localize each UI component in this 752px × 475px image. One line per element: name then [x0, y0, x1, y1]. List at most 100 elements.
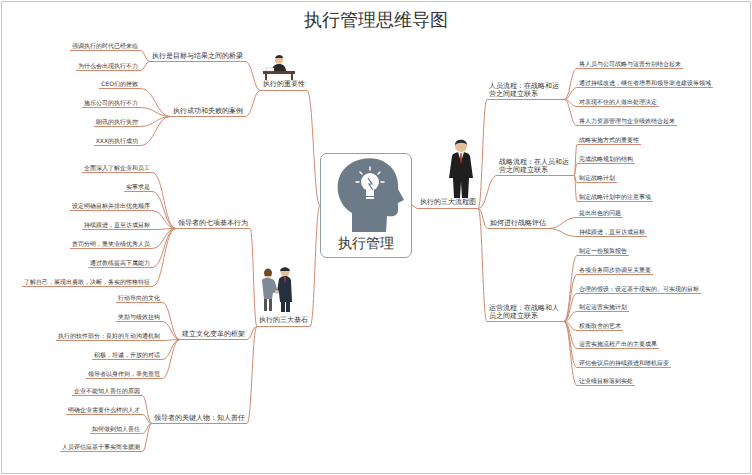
main-topic: 执行的重要性 — [261, 80, 307, 91]
topic-text: 领导者的关键人物：知人善任 — [154, 414, 245, 422]
branch-line — [548, 229, 577, 237]
topic-text: 执行的软件部分：良好的互动沟通机制 — [58, 332, 160, 340]
topic-text: 人员流程：在战略和运营之间建立联系 — [489, 82, 562, 98]
branch-line — [245, 62, 261, 91]
topic-text: 积极，坦诚，开放的对话 — [94, 351, 160, 359]
branch-line — [564, 322, 577, 368]
leaf-topic: 运营实施流程产出的主要成果 — [577, 340, 659, 350]
branch-line — [152, 173, 176, 229]
topic-text: 执行的三大流程图 — [420, 198, 476, 207]
branch-line — [564, 322, 577, 386]
topic-text: 执行的三大基石 — [259, 316, 308, 325]
topic-text: 通过教练提高下属能力 — [90, 259, 150, 267]
topic-text: 战略实施方式的重要性 — [579, 136, 639, 144]
topic-text: 将人力资源管理与企业绩效结合起来 — [579, 117, 675, 125]
topic-text: 建立文化变革的框架 — [182, 330, 245, 338]
topic-text: 企业不能知人善任的原因 — [74, 387, 140, 395]
leaf-topic: 提出出色的问题 — [577, 209, 623, 219]
topic-text: 赏罚分明，重奖业绩优秀人员 — [72, 240, 150, 248]
branch-line — [140, 108, 171, 117]
branch-line — [478, 209, 487, 322]
branch-line — [247, 327, 257, 424]
topic-text: 执行是目标与结果之间的桥梁 — [152, 52, 243, 60]
leaf-topic: 赏罚分明，重奖业绩优秀人员 — [70, 240, 152, 250]
branch-line — [478, 100, 487, 209]
leaf-topic: 持续跟进，直至达成目标 — [82, 221, 152, 231]
topic-text: 明确企业需要什么样的人才 — [68, 406, 140, 414]
subtopic: 战略流程：在人员和运营之间建立联系 — [497, 158, 574, 176]
diagram-title: 执行管理思维导图 — [0, 8, 752, 32]
leaf-topic: XXX的执行成功 — [94, 137, 140, 147]
leaf-topic: 战略实施方式的重要性 — [577, 136, 641, 146]
leaf-topic: 评估会议后的持续跟进和随机应变 — [577, 359, 671, 369]
topic-text: 通过持续改进，继任者培养和领导渠道建设等领域 — [579, 79, 711, 87]
topic-text: 评估会议后的持续跟进和随机应变 — [579, 359, 669, 367]
subtopic: 建立文化变革的框架 — [180, 330, 247, 340]
topic-text: 强调执行的时代已经来临 — [72, 42, 138, 50]
branch-line — [310, 206, 320, 327]
topic-text: 施乐公司的执行不力 — [84, 99, 138, 107]
topic-text: 运营流程：在战略和人员之间建立联系 — [489, 304, 562, 320]
topic-text: 为什么会出现执行不力 — [78, 62, 138, 70]
leaf-topic: 行动导向的文化 — [116, 294, 162, 304]
subtopic: 领导者的关键人物：知人善任 — [152, 414, 247, 424]
branch-line — [162, 340, 180, 379]
topic-text: 人员评估应基于事实而非臆测 — [62, 443, 140, 451]
topic-text: 执行成功和失败的案例 — [173, 107, 243, 115]
branch-line — [140, 62, 150, 71]
topic-text: 持续跟进，直至达成目标 — [84, 221, 150, 229]
branch-line — [142, 415, 152, 424]
topic-text: XXX的执行成功 — [96, 137, 138, 145]
branch-line — [548, 218, 577, 229]
leaf-topic: 制定运营实施计划 — [577, 303, 629, 313]
businessman-icon — [449, 140, 473, 198]
branch-line — [152, 192, 176, 229]
subtopic: 执行是目标与结果之间的桥梁 — [150, 52, 245, 62]
leaf-topic: 实事求是 — [124, 183, 152, 193]
topic-text: 实事求是 — [126, 183, 150, 191]
branch-line — [478, 176, 497, 209]
leaf-topic: 强调执行的时代已经来临 — [70, 42, 140, 52]
topic-text: 提出出色的问题 — [579, 209, 621, 217]
subtopic: 领导者的七项基本行为 — [176, 219, 250, 229]
topic-text: 执行的重要性 — [263, 80, 305, 89]
topic-text: 将人员与公司战略与运营分别结合起来 — [579, 60, 681, 68]
branch-line — [564, 294, 577, 322]
branch-line — [564, 256, 577, 322]
leaf-topic: 为什么会出现执行不力 — [76, 62, 140, 72]
subtopic: 运营流程：在战略和人员之间建立联系 — [487, 304, 564, 322]
topic-text: 朗讯的执行失控 — [96, 118, 138, 126]
main-topic: 执行的三大流程图 — [418, 198, 478, 209]
topic-text: 合理的假设：设定基于现实的、可实现的目标 — [579, 285, 699, 293]
branch-line — [142, 396, 152, 424]
branch-line — [142, 424, 152, 452]
leaf-topic: 如何做到知人善任 — [90, 425, 142, 435]
branch-line — [162, 303, 180, 340]
topic-text: 权衡取舍的艺术 — [579, 322, 621, 330]
topic-text: 制定一份预算报告 — [579, 247, 627, 255]
leaf-topic: 了解自己，展现出勇敢，决断，务实的性格特征 — [22, 278, 152, 288]
topic-text: 了解自己，展现出勇敢，决断，务实的性格特征 — [24, 278, 150, 286]
topic-text: 如何进行战略评估 — [490, 219, 546, 227]
desk-person-icon — [263, 55, 295, 80]
branch-line — [162, 322, 180, 340]
topic-text: 各项业务同步协调至关重要 — [579, 266, 651, 274]
topic-text: 制定战略计划 — [579, 174, 615, 182]
branch-line — [140, 117, 171, 146]
topic-text: 执行管理 — [338, 235, 394, 253]
branch-line — [152, 229, 176, 249]
topic-text: 领导者的七项基本行为 — [178, 219, 248, 227]
topic-text: CEO们的挫败 — [101, 80, 138, 88]
leaf-topic: 制定战略计划中的注意事项 — [577, 193, 653, 203]
topic-text: 制定运营实施计划 — [579, 303, 627, 311]
branch-line — [245, 91, 261, 117]
topic-text: 制定战略计划中的注意事项 — [579, 193, 651, 201]
topic-text: 如何做到知人善任 — [92, 425, 140, 433]
leaf-topic: 领导者以身作则，率先垂范 — [86, 370, 162, 380]
subtopic: 人员流程：在战略和运营之间建立联系 — [487, 82, 564, 100]
topic-text: 对表现不佳的人做出处理决定 — [579, 98, 657, 106]
topic-text: 领导者以身作则，率先垂范 — [88, 370, 160, 378]
handshake-icon — [262, 267, 292, 312]
central-topic: 执行管理 — [320, 153, 412, 258]
